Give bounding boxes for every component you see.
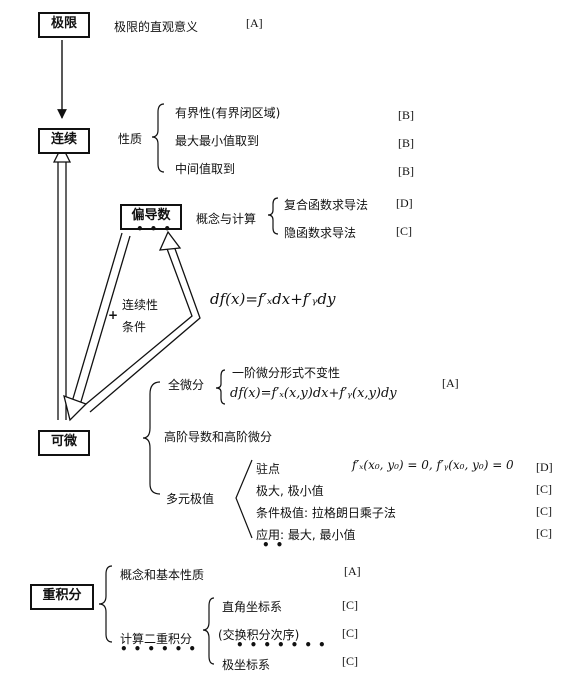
- condition-line-2: 条件: [122, 320, 147, 334]
- continuity-item-1: 有界性(有界闭区域): [175, 106, 281, 120]
- extremum-grade-2: [C]: [536, 482, 552, 496]
- partial-item-1: 复合函数求导法: [284, 198, 369, 212]
- brace-extremum: [235, 459, 253, 539]
- compute-emphasis-dots: ••••••: [120, 642, 203, 656]
- extremum-item-2: 极大, 极小值: [256, 484, 324, 498]
- arrow-partial-to-diff-b: [79, 235, 131, 406]
- compute-grade-2: [C]: [342, 626, 358, 640]
- brace-double-integral: [98, 565, 113, 643]
- total-item-2: df(x)=f′ₓ(x,y)dx+f′ᵧ(x,y)dy: [230, 386, 397, 401]
- double-integral-concept: 概念和基本性质: [120, 568, 205, 582]
- double-integral-concept-grade: [A]: [344, 564, 361, 578]
- brace-continuity: [151, 103, 165, 173]
- exchange-emphasis-dots: •••••••: [236, 638, 332, 652]
- extremum-item-1: 驻点: [256, 462, 281, 476]
- df-formula: df(x)=f′ₓdx+f′ᵧdy: [210, 290, 336, 308]
- continuity-group-label: 性质: [118, 132, 143, 146]
- node-limit: 极限: [38, 12, 90, 38]
- node-double-integral: 重积分: [30, 584, 94, 610]
- compute-grade-3: [C]: [342, 654, 358, 668]
- brace-partial: [267, 197, 279, 235]
- partial-grade-2: [C]: [396, 224, 412, 238]
- arrow-diff-to-partial-a: [85, 245, 193, 405]
- continuity-grade-2: [B]: [398, 136, 414, 150]
- node-partial: 偏导数: [120, 204, 182, 230]
- extremum-item-3: 条件极值: 拉格朗日乘子法: [256, 506, 396, 520]
- compute-item-2: (交换积分次序): [218, 628, 300, 642]
- extremum-item-4: 应用: 最大, 最小值: [256, 528, 356, 542]
- compute-grade-1: [C]: [342, 598, 358, 612]
- extremum-grade-4: [C]: [536, 526, 552, 540]
- condition-plus: +: [108, 308, 119, 322]
- compute-item-3: 极坐标系: [222, 658, 271, 672]
- extremum-formula: f′ₓ(x₀, y₀) = 0, f′ᵧ(x₀, y₀) = 0: [352, 458, 514, 472]
- compute-item-1: 直角坐标系: [222, 600, 283, 614]
- condition-line-1: 连续性: [122, 298, 159, 312]
- arrowhead-diff: [63, 394, 88, 422]
- brace-differentiable: [142, 381, 161, 495]
- continuity-grade-1: [B]: [398, 108, 414, 122]
- total-differential-label: 全微分: [168, 378, 205, 392]
- application-emphasis-dots: ••: [262, 538, 290, 552]
- partial-group-label: 概念与计算: [196, 212, 257, 226]
- arrowhead-partial: [158, 230, 182, 251]
- continuity-item-3: 中间值取到: [175, 162, 236, 176]
- arrowhead-continuity: [52, 144, 72, 163]
- arrow-partial-to-diff-a: [71, 232, 123, 403]
- partial-grade-1: [D]: [396, 196, 413, 210]
- brace-compute: [202, 597, 215, 665]
- node-partial-dots: •••: [136, 222, 178, 236]
- arrow-diff-to-partial-b: [89, 245, 201, 413]
- brace-total: [215, 369, 226, 405]
- node-continuity: 连续: [38, 128, 90, 154]
- continuity-grade-3: [B]: [398, 164, 414, 178]
- partial-item-2: 隐函数求导法: [284, 226, 357, 240]
- limit-desc: 极限的直观意义: [114, 20, 199, 34]
- total-grade: [A]: [442, 376, 459, 390]
- higher-order-label: 高阶导数和高阶微分: [164, 430, 273, 444]
- extremum-grade-1: [D]: [536, 460, 553, 474]
- continuity-item-2: 最大最小值取到: [175, 134, 260, 148]
- compute-label: 计算二重积分: [120, 632, 193, 646]
- node-differentiable: 可微: [38, 430, 90, 456]
- extremum-label: 多元极值: [166, 492, 215, 506]
- limit-grade: [A]: [246, 16, 263, 30]
- total-item-1: 一阶微分形式不变性: [232, 366, 341, 380]
- extremum-grade-3: [C]: [536, 504, 552, 518]
